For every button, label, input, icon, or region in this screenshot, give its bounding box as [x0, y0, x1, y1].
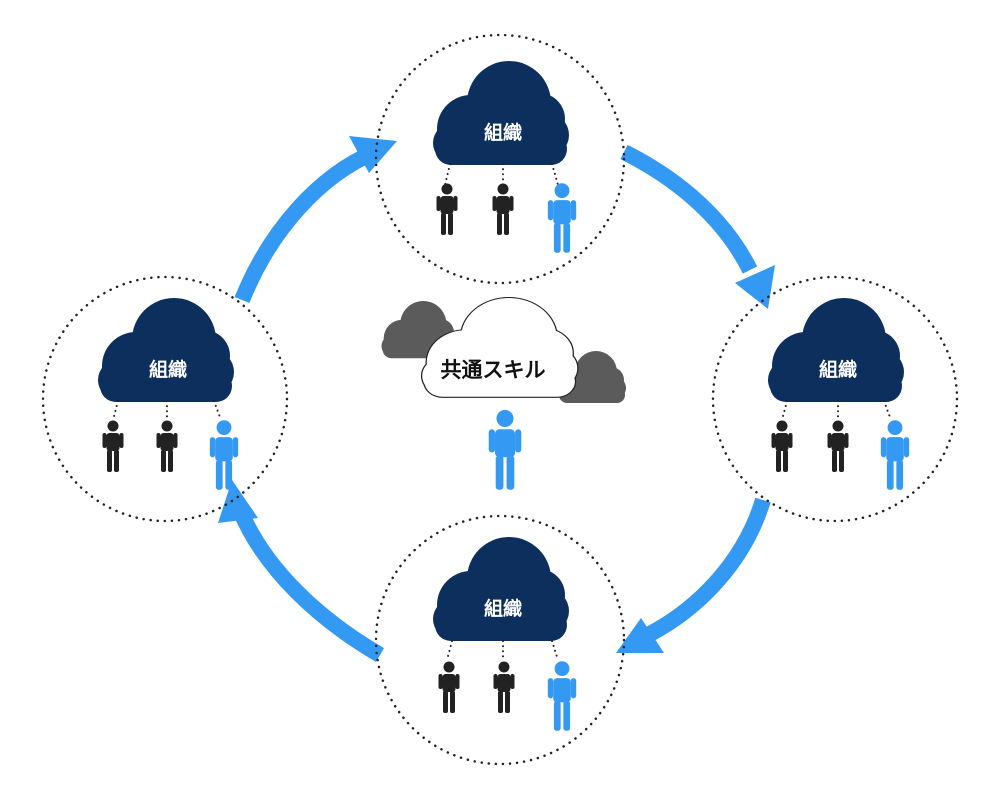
highlighted-person-icon [547, 661, 577, 731]
highlighted-person-icon [488, 409, 522, 490]
person-icon [493, 661, 515, 713]
org-cloud-icon: 組織 [98, 298, 234, 402]
org-node-top: 組織 [374, 33, 626, 285]
arrow-right-to-bottom [616, 497, 771, 653]
person-icon [438, 661, 460, 713]
dotted-ring [41, 275, 289, 523]
highlighted-person-icon [209, 420, 239, 490]
org-label: 組織 [149, 358, 187, 381]
arrow-top-to-right [620, 144, 775, 309]
org-node-left: 組織 [41, 275, 289, 523]
shared-skill-hub: 共通スキル [381, 296, 626, 490]
person-icon [771, 420, 793, 472]
highlighted-person-icon [547, 183, 577, 253]
connector-lines [781, 400, 892, 421]
org-label: 組織 [484, 597, 522, 620]
shared-skill-cloud: 共通スキル [420, 296, 579, 399]
org-node-right: 組織 [711, 275, 959, 523]
org-label: 組織 [484, 121, 522, 144]
connector-lines [446, 640, 559, 661]
org-node-bottom: 組織 [374, 514, 626, 766]
person-icon [102, 420, 124, 472]
shared-skill-label: 共通スキル [441, 358, 546, 382]
org-label: 組織 [819, 358, 857, 381]
org-cloud-icon: 組織 [433, 61, 569, 165]
arrow-bottom-to-left [218, 480, 385, 662]
org-cloud-icon: 組織 [768, 298, 904, 402]
dotted-ring [374, 33, 626, 285]
person-icon [436, 183, 458, 235]
dotted-ring [374, 514, 626, 766]
connector-lines [444, 163, 559, 186]
person-icon [492, 183, 514, 235]
org-cloud-icon: 組織 [433, 537, 569, 641]
dotted-ring [711, 275, 959, 523]
arrow-left-to-top [234, 136, 397, 303]
person-icon [156, 420, 178, 472]
cycle-arrows [218, 136, 775, 662]
connector-lines [112, 400, 222, 421]
person-icon [827, 420, 849, 472]
highlighted-person-icon [880, 420, 910, 490]
